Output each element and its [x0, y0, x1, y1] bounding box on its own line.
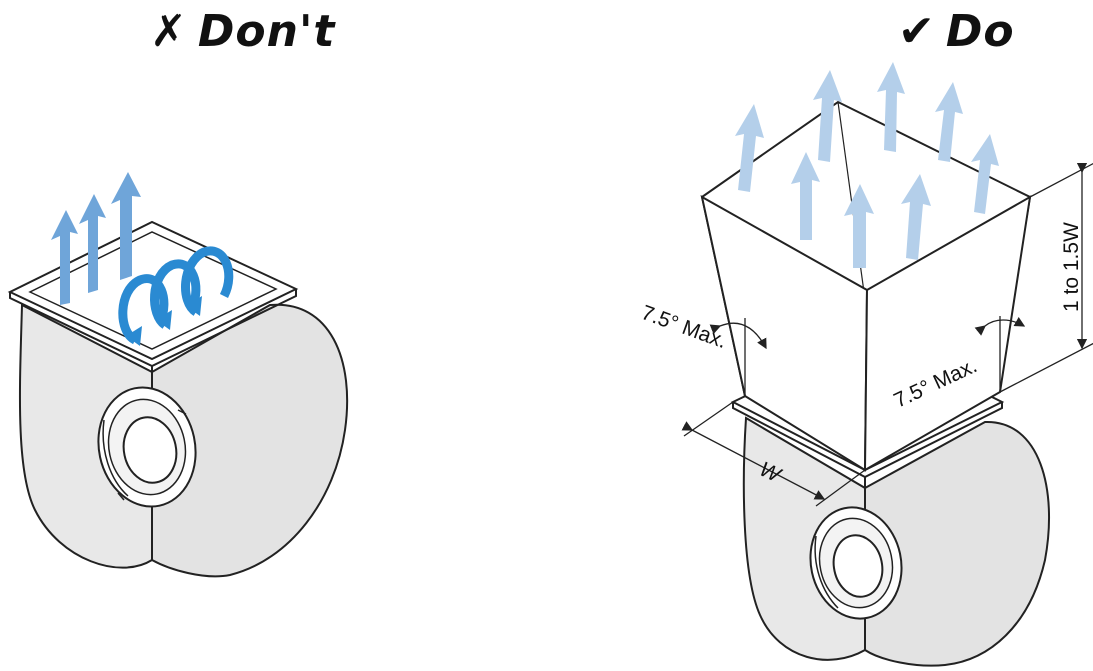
do-inlet — [809, 506, 903, 620]
do-airflow-arrow — [735, 104, 764, 192]
do-airflow-arrows — [735, 62, 999, 268]
height-label: 1 to 1.5W — [1060, 222, 1083, 312]
do-airflow-arrow — [877, 62, 905, 152]
dimension-lines — [681, 162, 1093, 507]
dont-airflow-arrow — [79, 194, 106, 293]
do-airflow-arrow — [813, 70, 842, 162]
dont-fan — [7, 172, 349, 578]
do-housing-side — [864, 420, 1051, 667]
do-title: Do — [945, 6, 1015, 57]
dont-airflow-arrows — [51, 172, 141, 305]
do-airflow-arrow — [791, 152, 820, 240]
checkmark-icon: ✔ — [898, 6, 936, 57]
dont-airflow-arrow — [111, 172, 141, 280]
dont-inlet — [97, 386, 197, 508]
dont-heading: ✗Don't — [150, 6, 335, 58]
do-airflow-arrow — [901, 174, 931, 260]
do-airflow-arrow — [935, 82, 963, 162]
do-airflow-arrow — [971, 134, 999, 214]
dont-airflow-arrow — [51, 210, 78, 305]
dont-title: Don't — [197, 6, 336, 57]
dont-housing-side — [151, 303, 349, 578]
do-airflow-arrow — [844, 184, 874, 268]
do-fan — [700, 62, 1051, 667]
dont-housing-front — [18, 303, 153, 569]
angle-label-left: 7.5° Max. — [638, 301, 729, 353]
dont-swirl-arrows — [118, 246, 234, 345]
do-heading: ✔Do — [898, 6, 1015, 58]
cross-icon: ✗ — [150, 6, 188, 57]
